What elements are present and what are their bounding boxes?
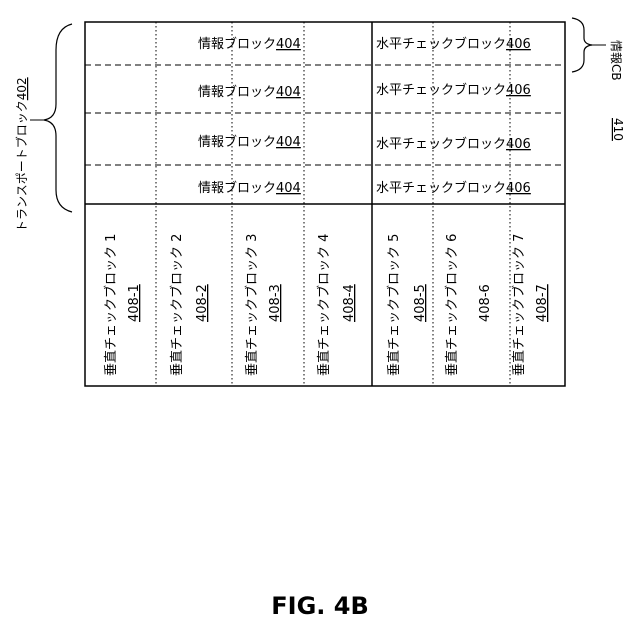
vertical-check-ref: 408-5 (413, 284, 428, 322)
svg-text:情報ブロック404: 情報ブロック404 (198, 180, 301, 196)
transport-block-brace (44, 24, 72, 212)
info-block-label: 情報ブロック (198, 36, 276, 52)
svg-text:情報ブロック404: 情報ブロック404 (198, 84, 301, 100)
vertical-check-ref: 408-6 (478, 284, 493, 322)
svg-text:情報ブロック404: 情報ブロック404 (198, 134, 301, 150)
info-block-row: 情報ブロック404 (198, 180, 301, 196)
horizontal-check-ref: 406 (506, 137, 531, 152)
horizontal-check-block: 水平チェックブロック406 (376, 36, 531, 52)
info-cb-brace (572, 18, 592, 72)
horizontal-check-label: 水平チェックブロック (376, 36, 506, 52)
vertical-check-label: 垂直チェックブロック 6 (444, 234, 460, 376)
info-block-row: 情報ブロック404 (198, 36, 301, 52)
svg-text:水平チェックブロック406: 水平チェックブロック406 (376, 180, 531, 196)
vertical-check-block: 垂直チェックブロック 3 408-3 (244, 234, 283, 376)
svg-text:水平チェックブロック406: 水平チェックブロック406 (376, 36, 531, 52)
vertical-check-ref: 408-2 (195, 284, 210, 322)
vertical-check-ref: 408-3 (268, 284, 283, 322)
vertical-check-label: 垂直チェックブロック 2 (169, 234, 185, 376)
info-block-label: 情報ブロック (198, 180, 276, 196)
svg-text:情報ブロック404: 情報ブロック404 (198, 36, 301, 52)
info-cb-ref: 410 (611, 118, 625, 141)
vertical-check-block: 垂直チェックブロック 7 408-7 (511, 234, 550, 376)
vertical-check-label: 垂直チェックブロック 3 (244, 234, 260, 376)
vertical-check-block: 垂直チェックブロック 6 408-6 (444, 234, 493, 376)
svg-text:水平チェックブロック406: 水平チェックブロック406 (376, 82, 531, 98)
horizontal-check-label: 水平チェックブロック (376, 180, 506, 196)
vertical-check-label: 垂直チェックブロック 1 (103, 234, 119, 376)
info-block-row: 情報ブロック404 (198, 84, 301, 100)
horizontal-check-block: 水平チェックブロック406 (376, 136, 531, 152)
info-block-ref: 404 (276, 85, 301, 100)
info-block-ref: 404 (276, 37, 301, 52)
vertical-check-block: 垂直チェックブロック 2 408-2 (169, 234, 210, 376)
vertical-check-block: 垂直チェックブロック 1 408-1 (103, 234, 142, 376)
figure-title: FIG. 4B (0, 592, 640, 620)
info-cb-label: 情報CB (609, 40, 623, 81)
horizontal-check-label: 水平チェックブロック (376, 82, 506, 98)
info-block-row: 情報ブロック404 (198, 134, 301, 150)
horizontal-check-ref: 406 (506, 83, 531, 98)
info-block-ref: 404 (276, 135, 301, 150)
vertical-check-ref: 408-1 (127, 284, 142, 322)
vertical-check-block: 垂直チェックブロック 4 408-4 (316, 234, 357, 376)
vertical-check-block: 垂直チェックブロック 5 408-5 (386, 234, 428, 376)
vertical-check-ref: 408-7 (535, 284, 550, 322)
info-block-label: 情報ブロック (198, 134, 276, 150)
horizontal-check-block: 水平チェックブロック406 (376, 82, 531, 98)
vertical-check-ref: 408-4 (342, 284, 357, 322)
horizontal-check-ref: 406 (506, 37, 531, 52)
horizontal-check-block: 水平チェックブロック406 (376, 180, 531, 196)
svg-text:水平チェックブロック406: 水平チェックブロック406 (376, 136, 531, 152)
horizontal-check-ref: 406 (506, 181, 531, 196)
info-block-ref: 404 (276, 181, 301, 196)
vertical-check-label: 垂直チェックブロック 4 (316, 234, 332, 376)
transport-block-label: トランスポートブロック402 (14, 77, 29, 232)
vertical-check-label: 垂直チェックブロック 7 (511, 234, 527, 376)
horizontal-check-label: 水平チェックブロック (376, 136, 506, 152)
info-block-label: 情報ブロック (198, 84, 276, 100)
vertical-check-label: 垂直チェックブロック 5 (386, 234, 402, 376)
